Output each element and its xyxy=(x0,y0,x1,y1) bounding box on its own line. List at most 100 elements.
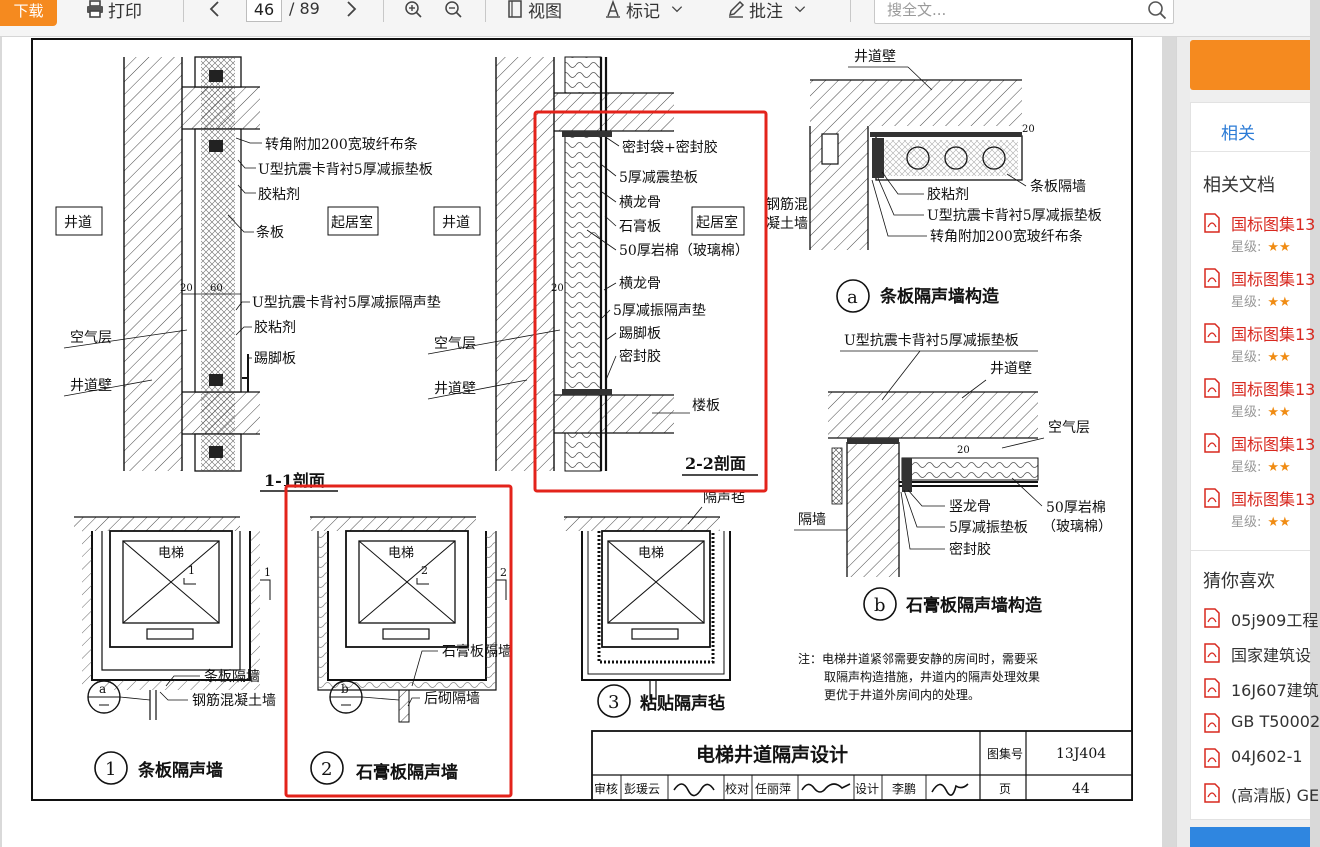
toolbar-divider xyxy=(485,0,486,22)
document-viewport[interactable]: 转角附加200宽玻纤布条 U型抗震卡背衬5厚减振垫板 胶粘剂 条板 井道 起居室… xyxy=(0,37,1176,847)
drawing-label: 条板隔墙 xyxy=(204,668,260,685)
chevron-right-icon xyxy=(347,1,357,17)
drawing-label: 胶粘剂 xyxy=(927,186,969,203)
drawing-label: 隔墙 xyxy=(798,512,826,528)
rating: 星级:★★ xyxy=(1231,350,1291,365)
recommended-panel: 猜你喜欢 05j909工程 国家建筑设 16J607建筑 GB T50002 0… xyxy=(1190,550,1320,820)
drawing-label: 密封胶 xyxy=(949,541,991,558)
search-icon[interactable] xyxy=(1147,0,1167,20)
recommended-item[interactable]: (高清版) GE xyxy=(1203,782,1319,806)
highlight-box-section-2-2[interactable] xyxy=(533,110,768,493)
pdf-icon xyxy=(1204,433,1220,453)
pdf-icon xyxy=(1204,608,1220,628)
next-page-button[interactable] xyxy=(342,0,360,22)
annotate-menu-button[interactable]: 批注 xyxy=(727,0,807,22)
recommended-item[interactable]: 05j909工程 xyxy=(1203,607,1318,631)
drawing-label: 2 xyxy=(421,564,428,577)
drawing-label: 条板隔墙 xyxy=(1030,178,1086,195)
mark-menu-button[interactable]: 标记 xyxy=(604,0,684,22)
recommended-title: 05j909工程 xyxy=(1231,611,1319,630)
zoom-out-button[interactable] xyxy=(444,0,462,22)
recommended-item[interactable]: 国家建筑设 xyxy=(1203,642,1313,666)
related-doc-item[interactable]: 国标图集13 星级:★★ xyxy=(1203,431,1316,477)
drawing-label: 2-2剖面 xyxy=(685,454,746,473)
scrollbar[interactable] xyxy=(1176,37,1190,847)
drawing-label: 空气层 xyxy=(1048,420,1090,436)
related-doc-item[interactable]: 国标图集13 星级:★★ xyxy=(1203,376,1316,422)
drawing-label: 13J404 xyxy=(1056,746,1106,762)
related-doc-item[interactable]: 国标图集13 星级:★★ xyxy=(1203,486,1316,532)
related-doc-title: 国标图集13 xyxy=(1231,380,1316,399)
rating: 星级:★★ xyxy=(1231,460,1291,475)
detail-a: 井道壁 20 条板隔墙 xyxy=(766,49,1102,313)
sidebar-action-banner[interactable] xyxy=(1190,40,1310,90)
drawing-label: 楼板 xyxy=(692,398,720,414)
related-docs-heading: 相关文档 xyxy=(1203,175,1275,196)
recommended-item[interactable]: GB T50002 xyxy=(1203,712,1320,736)
related-doc-title: 国标图集13 xyxy=(1231,435,1316,454)
drawing-label: U型抗震卡背衬5厚减振隔声垫 xyxy=(252,295,441,311)
recommended-title: (高清版) GE xyxy=(1231,786,1320,805)
drawing-label: 20 xyxy=(180,283,193,294)
drawing-label: 胶粘剂 xyxy=(254,319,296,336)
view-label: 视图 xyxy=(528,1,562,22)
drawing-label: 井道壁 xyxy=(854,49,896,65)
drawing-label: 5厚减振垫板 xyxy=(949,520,1028,536)
recommended-item[interactable]: 16J607建筑 xyxy=(1203,677,1319,701)
drawing-label: 条板隔声墙构造 xyxy=(879,286,1000,307)
divider xyxy=(1191,151,1311,152)
pdf-icon xyxy=(1204,643,1220,663)
print-label: 打印 xyxy=(108,1,142,22)
page-total: / 89 xyxy=(289,0,320,18)
search-box[interactable] xyxy=(874,0,1174,24)
drawing-label: 井道壁 xyxy=(990,361,1032,377)
recommended-title: 16J607建筑 xyxy=(1231,681,1319,700)
related-doc-item[interactable]: 国标图集13 星级:★★ xyxy=(1203,211,1315,257)
rating: 星级:★★ xyxy=(1231,515,1291,530)
drawing-label: 审核 xyxy=(594,781,618,796)
related-doc-title: 国标图集13 xyxy=(1231,490,1316,509)
drawing-label: 钢筋混凝土墙 xyxy=(192,692,276,709)
drawing-label: 转角附加200宽玻纤布条 xyxy=(265,136,418,153)
sheet-frame xyxy=(31,38,1133,801)
drawing-label: b xyxy=(341,682,349,696)
zoom-in-button[interactable] xyxy=(404,0,422,22)
download-button[interactable]: 下载 xyxy=(0,0,57,26)
drawing-label: 胶粘剂 xyxy=(258,186,300,203)
prev-page-button[interactable] xyxy=(206,0,224,22)
page-number-input[interactable]: 46 xyxy=(246,0,282,22)
annotate-label: 批注 xyxy=(749,1,783,22)
tab-related[interactable]: 相关 xyxy=(1221,124,1255,144)
plan-2: 电梯 2 2 石膏板隔墙 后砌隔墙 b 2 xyxy=(310,516,512,785)
drawing-label: 石膏板隔声墙构造 xyxy=(905,595,1043,616)
pdf-icon xyxy=(1204,488,1220,508)
drawing-label: 空气层 xyxy=(434,336,476,352)
print-button[interactable]: 打印 xyxy=(86,0,142,22)
drawing-label: a xyxy=(99,682,106,696)
shaft-wall-hatch xyxy=(124,57,182,471)
drawing-label: 条板 xyxy=(256,224,284,241)
drawing-label: 校对 xyxy=(725,781,749,796)
drawing-label: 60 xyxy=(210,283,223,294)
drawing-label: 横龙骨 xyxy=(619,195,661,211)
drawing-label: 竖龙骨 xyxy=(949,499,991,515)
drawing-sheet: 转角附加200宽玻纤布条 U型抗震卡背衬5厚减振垫板 胶粘剂 条板 井道 起居室… xyxy=(31,38,1133,801)
recommended-item[interactable]: 04J602-1 xyxy=(1203,747,1313,771)
chevron-down-icon xyxy=(794,6,806,13)
recommended-heading: 猜你喜欢 xyxy=(1203,571,1275,592)
view-menu-button[interactable]: 视图 xyxy=(506,0,562,22)
drawing-note: 注：电梯井道紧邻需要安静的房间时，需要采 取隔声构造措施，井道内的隔声处理效果 … xyxy=(798,651,1040,702)
related-doc-title: 国标图集13 xyxy=(1231,325,1316,344)
related-doc-item[interactable]: 国标图集13 星级:★★ xyxy=(1203,266,1315,312)
related-doc-item[interactable]: 国标图集13 星级:★★ xyxy=(1203,321,1316,367)
drawing-label: 1 xyxy=(264,566,271,579)
sidebar-bottom-banner[interactable] xyxy=(1190,827,1310,847)
search-input[interactable] xyxy=(875,0,1135,23)
highlight-box-plan-2[interactable] xyxy=(284,484,513,798)
designer-signature xyxy=(931,783,969,796)
pdf-icon xyxy=(1204,748,1220,768)
pdf-icon xyxy=(1204,783,1220,803)
page-view-icon xyxy=(508,0,522,18)
pdf-icon xyxy=(1204,323,1220,343)
